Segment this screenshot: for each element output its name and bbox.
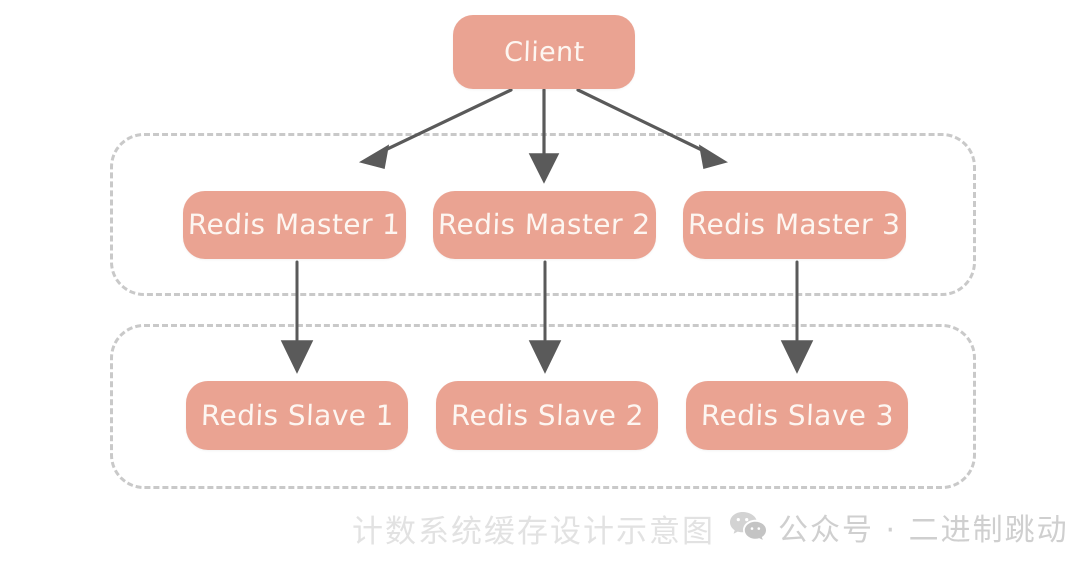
node-redis-master-3-label: Redis Master 3 <box>687 208 902 241</box>
node-redis-master-1[interactable]: Redis Master 1 <box>183 191 406 259</box>
watermark-text: 公众号 · 二进制跳动 <box>778 513 1069 548</box>
node-client[interactable]: Client <box>453 15 635 89</box>
node-redis-slave-1[interactable]: Redis Slave 1 <box>186 381 408 450</box>
diagram-caption: 计数系统缓存设计示意图 <box>352 514 715 550</box>
wechat-icon <box>728 510 768 544</box>
node-redis-slave-3-label: Redis Slave 3 <box>699 398 895 432</box>
node-redis-master-2[interactable]: Redis Master 2 <box>433 191 656 259</box>
node-redis-slave-3[interactable]: Redis Slave 3 <box>686 381 908 450</box>
redis-slave-group-container <box>110 324 976 489</box>
watermark: 公众号 · 二进制跳动 <box>728 505 1069 549</box>
node-redis-slave-2[interactable]: Redis Slave 2 <box>436 381 658 450</box>
node-redis-slave-2-label: Redis Slave 2 <box>449 398 645 432</box>
node-redis-slave-1-label: Redis Slave 1 <box>199 398 395 432</box>
node-redis-master-2-label: Redis Master 2 <box>437 208 652 241</box>
node-redis-master-1-label: Redis Master 1 <box>187 208 402 241</box>
node-client-label: Client <box>503 36 585 68</box>
node-redis-master-3[interactable]: Redis Master 3 <box>683 191 906 259</box>
